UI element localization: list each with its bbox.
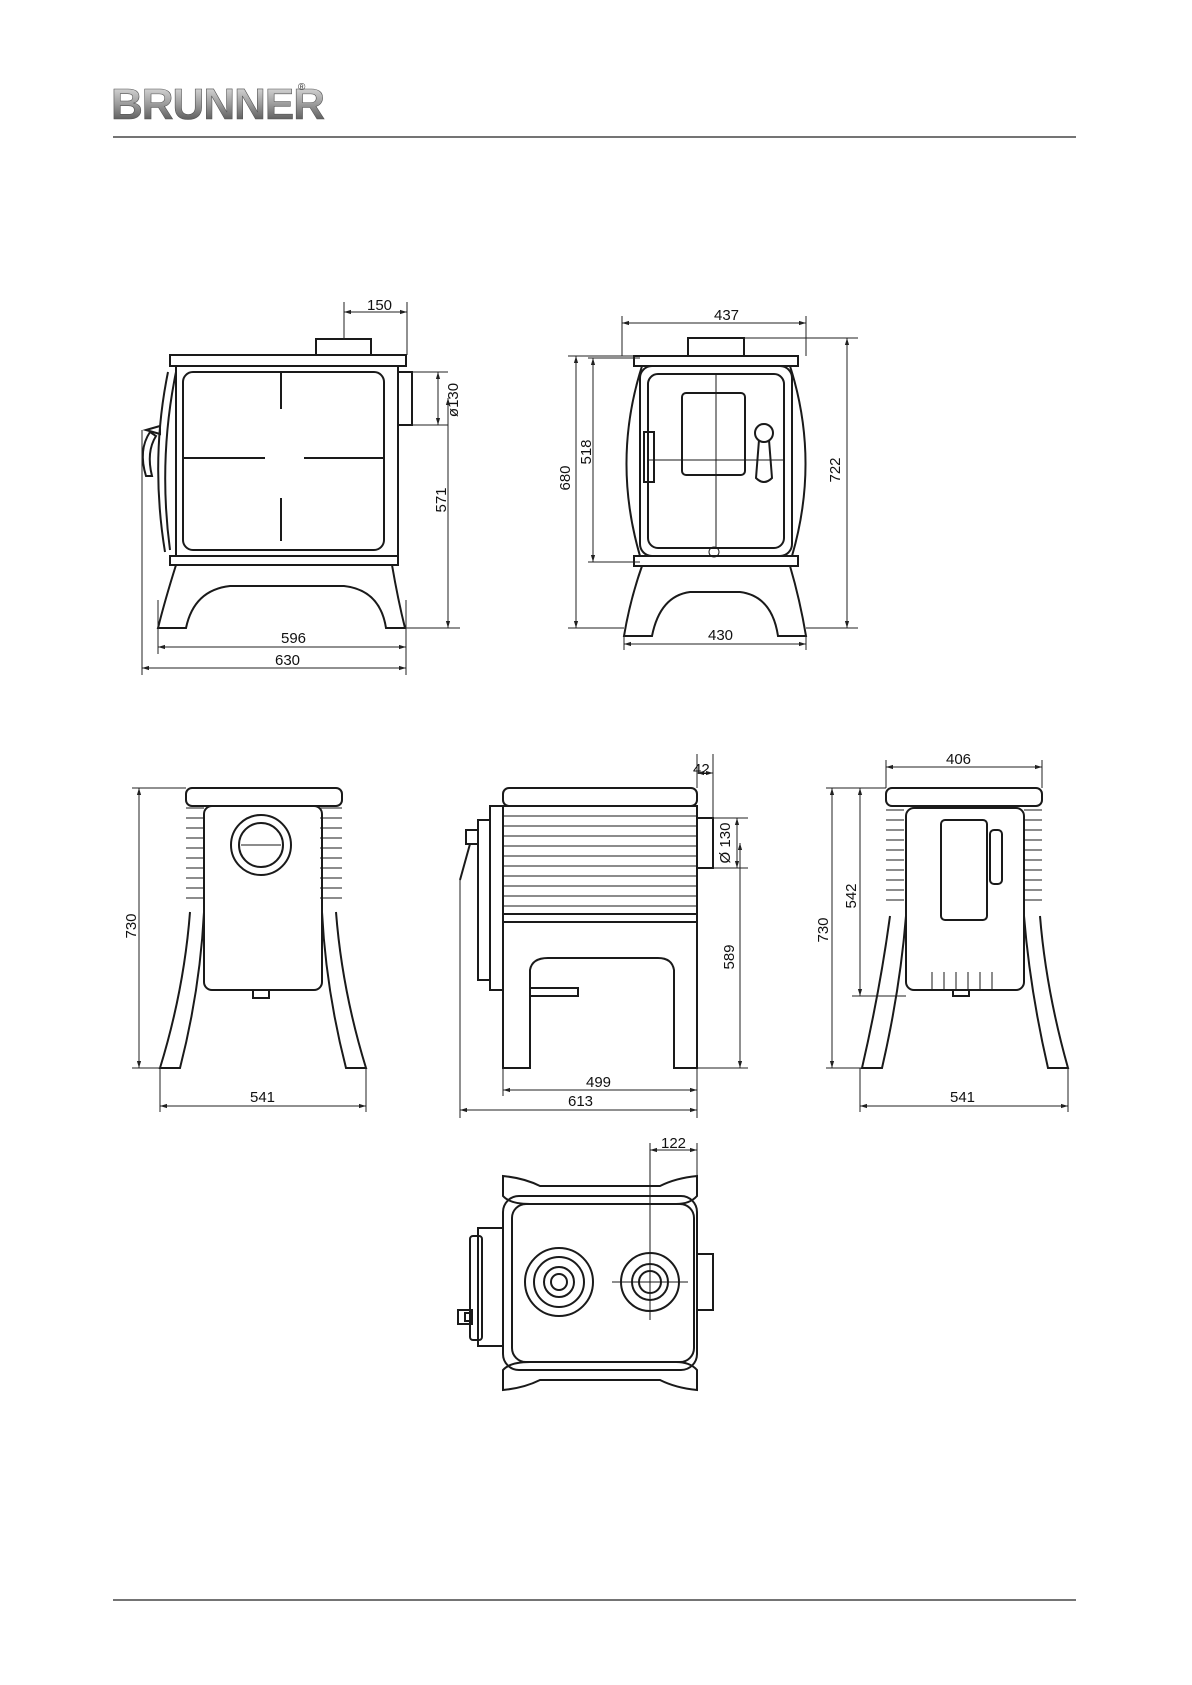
dim-front2-730: 730 bbox=[815, 917, 832, 942]
dim-406: 406 bbox=[946, 751, 971, 768]
dim-518: 518 bbox=[578, 439, 595, 464]
dim-122: 122 bbox=[661, 1135, 686, 1152]
front-view-dimensions: 437 518 680 722 430 bbox=[557, 307, 858, 650]
logo-text: BRUNNER bbox=[111, 80, 324, 129]
dim-613: 613 bbox=[568, 1093, 593, 1110]
dim-150: 150 bbox=[367, 297, 392, 314]
dim-430: 430 bbox=[708, 627, 733, 644]
dim-630: 630 bbox=[275, 652, 300, 669]
dim-42: 42 bbox=[693, 761, 710, 778]
dim-680: 680 bbox=[557, 465, 574, 490]
front-view-drawing bbox=[624, 338, 806, 636]
dim-542: 542 bbox=[843, 883, 860, 908]
dim-589: 589 bbox=[721, 944, 738, 969]
top-view-dimensions: 122 bbox=[650, 1135, 697, 1176]
dim-back-730: 730 bbox=[123, 913, 140, 938]
dim-back-541: 541 bbox=[250, 1089, 275, 1106]
registered-mark: ® bbox=[298, 82, 306, 93]
back-view-drawing bbox=[160, 788, 366, 1068]
back-view-dimensions: 730 541 bbox=[123, 788, 366, 1112]
dim-596: 596 bbox=[281, 630, 306, 647]
dim-flue-dia-2: Ø 130 bbox=[717, 823, 734, 864]
brand-logo: BRUNNER ® bbox=[111, 80, 324, 129]
side-view2-drawing bbox=[460, 788, 713, 1068]
dim-front2-541: 541 bbox=[950, 1089, 975, 1106]
front-view2-drawing bbox=[862, 788, 1068, 1068]
dim-499: 499 bbox=[586, 1074, 611, 1091]
dim-722: 722 bbox=[827, 457, 844, 482]
side-view-drawing bbox=[143, 339, 412, 628]
dim-571: 571 bbox=[433, 487, 450, 512]
dim-437: 437 bbox=[714, 307, 739, 324]
side-view-dimensions: 150 ø130 571 596 630 bbox=[142, 297, 462, 675]
top-view-drawing bbox=[458, 1143, 713, 1390]
